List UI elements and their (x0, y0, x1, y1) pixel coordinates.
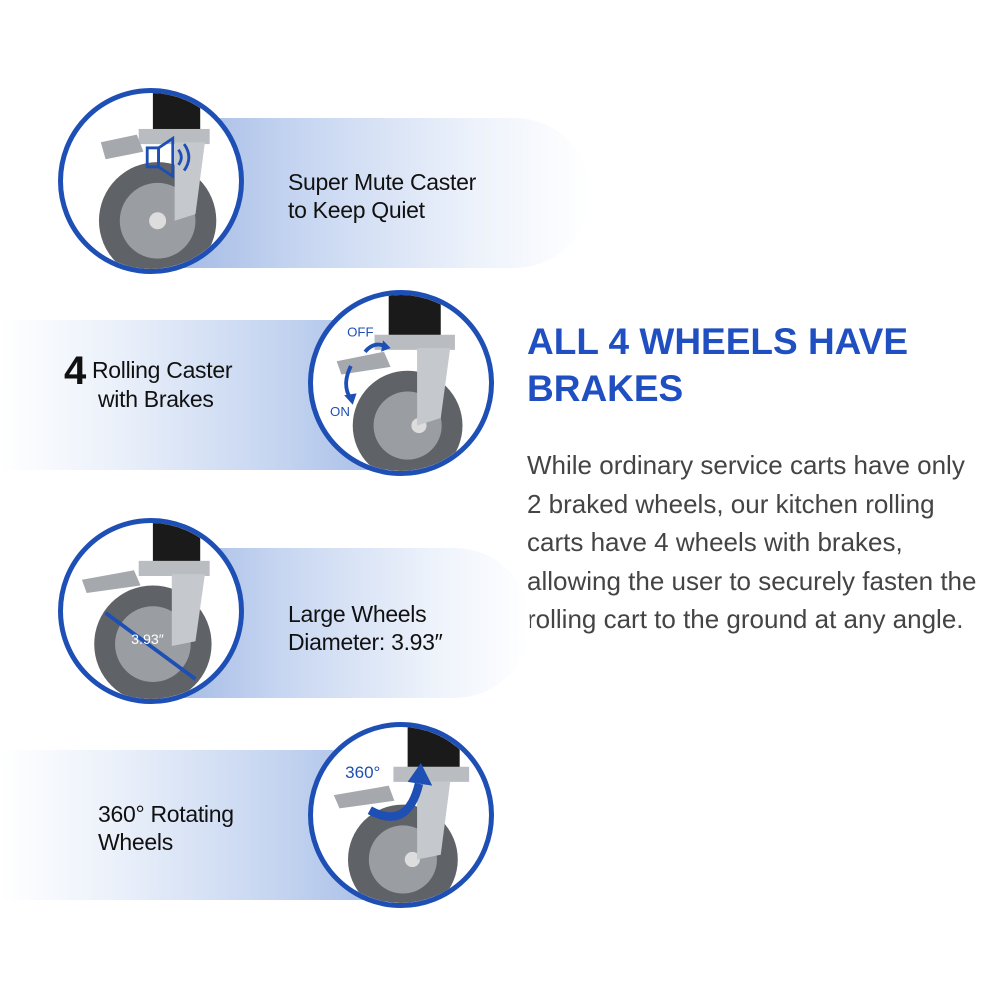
brake-arrow-icon (344, 340, 391, 405)
caption-diameter: 3.93″ (131, 632, 164, 648)
caster-image-rotation: 360° (308, 722, 494, 908)
rotation-arrow-icon (367, 762, 433, 821)
caption-rotation: 360° (345, 763, 380, 782)
speaker-icon (145, 135, 191, 179)
feature-label-diameter: Large Wheels Diameter: 3.93″ (288, 601, 443, 655)
description: While ordinary service carts have only 2… (527, 450, 977, 634)
caption-off: OFF (347, 325, 373, 340)
feature-label-rotation: 360° Rotating Wheels (98, 801, 234, 855)
caster-image-mute (58, 88, 244, 274)
caption-on: ON (330, 404, 350, 419)
headline: ALL 4 WHEELS HAVE BRAKES (527, 321, 909, 409)
feature-label-mute: Super Mute Caster to Keep Quiet (288, 169, 476, 223)
caster-image-diameter: 3.93″ (58, 518, 244, 704)
caster-image-brake: OFF ON (308, 290, 494, 476)
